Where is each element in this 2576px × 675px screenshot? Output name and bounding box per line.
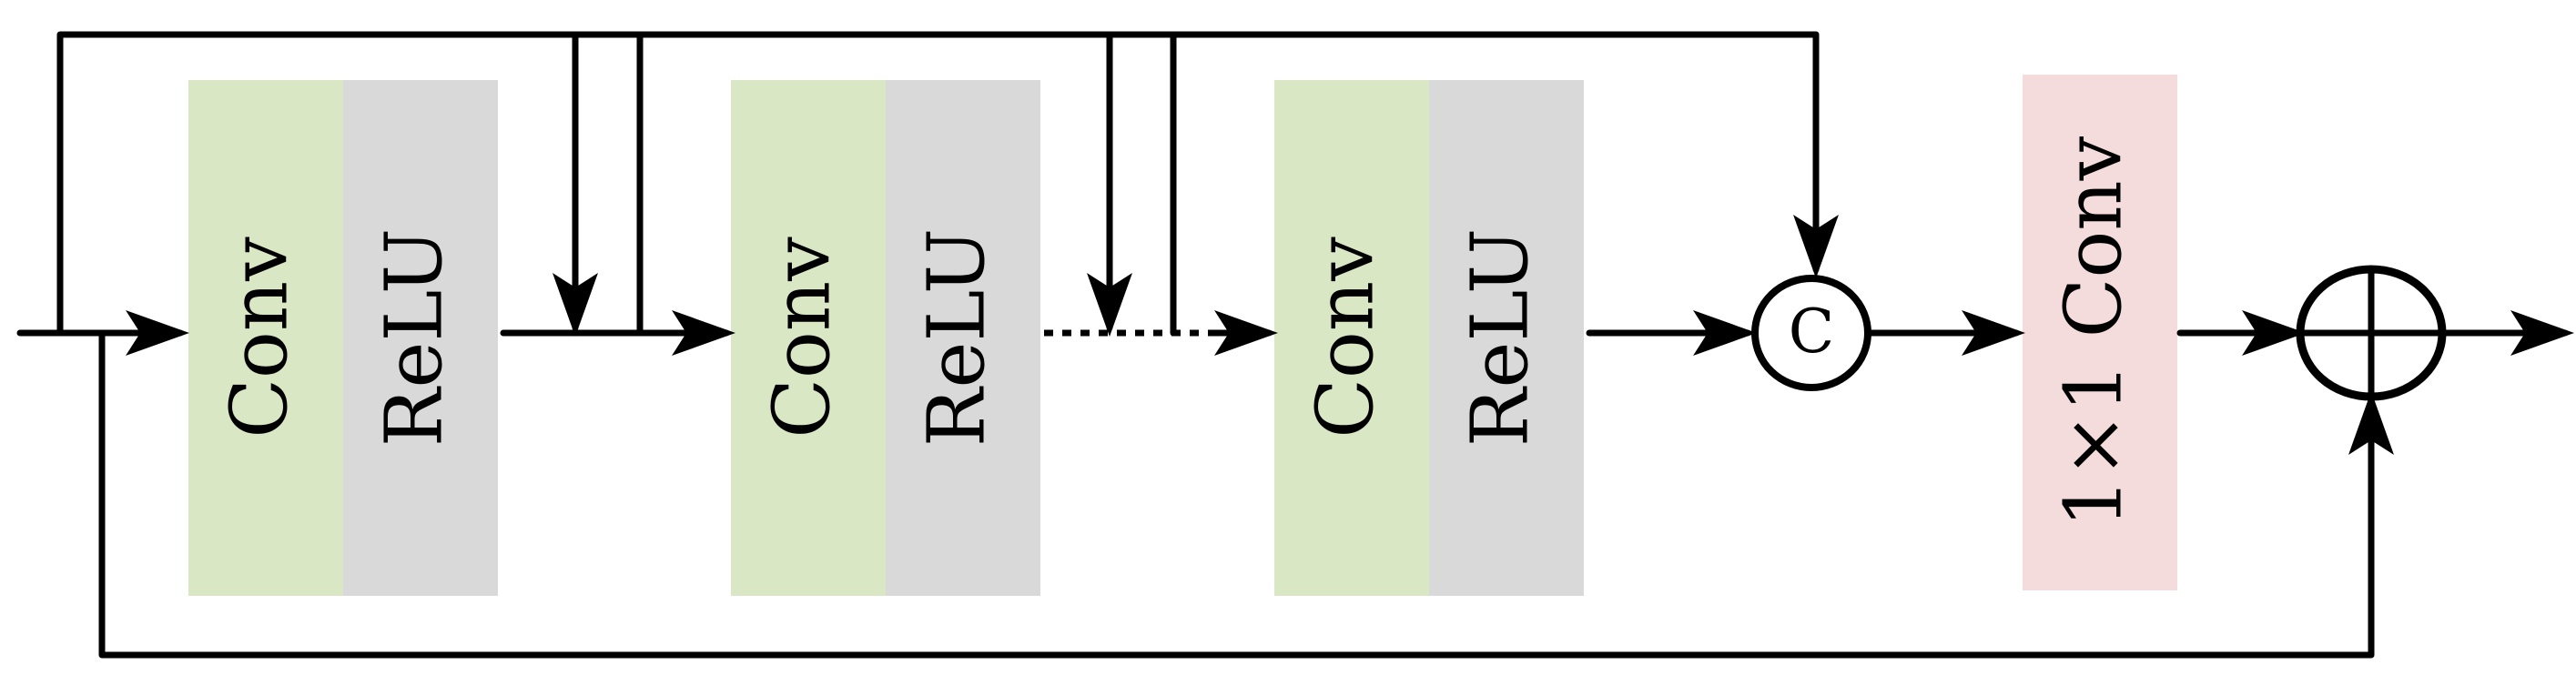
concat-node: C (1751, 275, 1871, 391)
conv-label-1: Conv (215, 237, 306, 438)
conv-box-2 (731, 80, 886, 596)
conv-label-2: Conv (757, 237, 848, 438)
relu-label-3: ReLU (1455, 228, 1547, 448)
relu-box-2 (886, 80, 1040, 596)
conv-label-3: Conv (1301, 237, 1392, 438)
fusion-block: 1×1 Conv (2023, 75, 2177, 590)
relu-label-1: ReLU (370, 228, 461, 448)
concat-label: C (1789, 297, 1835, 367)
block-2: Conv ReLU (731, 80, 1040, 596)
relu-label-2: ReLU (912, 228, 1003, 448)
plus-icon (2297, 266, 2446, 400)
top-bus (56, 31, 1820, 337)
relu-box-3 (1429, 80, 1584, 596)
conv1x1-label: 1×1 Conv (2049, 136, 2140, 528)
conv-box-1 (188, 80, 343, 596)
residual-path (98, 329, 2394, 659)
block-3: Conv ReLU (1274, 80, 1584, 596)
add-node (2296, 265, 2447, 401)
conv-box-3 (1274, 80, 1429, 596)
relu-box-1 (343, 80, 498, 596)
conv1x1-box (2023, 75, 2177, 590)
connections (16, 31, 2574, 659)
block-1: Conv ReLU (188, 80, 498, 596)
